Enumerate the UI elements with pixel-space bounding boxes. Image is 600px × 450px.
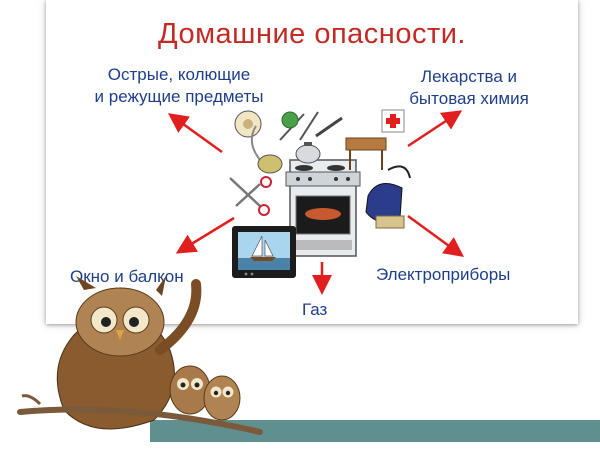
arrow-meds bbox=[407, 110, 463, 148]
slide-card: Домашние опасности. Острые, колющие и ре… bbox=[46, 0, 578, 324]
label-window-balcony: Окно и балкон bbox=[70, 267, 184, 286]
kettle-icon bbox=[295, 142, 321, 164]
arrow-sharp bbox=[167, 113, 223, 154]
scissors-icon bbox=[229, 176, 272, 216]
tv-icon bbox=[232, 226, 296, 278]
vacuum-cleaner-icon bbox=[365, 165, 411, 229]
label-medicines: Лекарства и бытовая химия bbox=[384, 66, 554, 110]
branch-icon bbox=[17, 394, 263, 435]
slide-title: Домашние опасности. bbox=[158, 18, 466, 50]
label-meds-line-1: Лекарства и bbox=[420, 67, 518, 86]
label-gas: Газ bbox=[302, 300, 328, 319]
arrow-window bbox=[175, 216, 235, 254]
arrow-electro bbox=[407, 214, 465, 257]
label-sharp-objects: Острые, колющие и режущие предметы bbox=[74, 64, 284, 108]
stove-icon bbox=[285, 159, 361, 257]
label-sharp-line-2: и режущие предметы bbox=[94, 87, 264, 106]
owl-large-icon bbox=[56, 276, 202, 430]
label-electrical-appliances: Электроприборы bbox=[376, 265, 511, 284]
teal-footer-strip bbox=[150, 420, 600, 442]
label-meds-line-2: бытовая химия bbox=[409, 89, 529, 108]
owl-small-icon bbox=[169, 365, 241, 421]
hazard-illustration bbox=[167, 109, 465, 295]
first-aid-cabinet-icon bbox=[345, 109, 405, 170]
sharp-tools-icon bbox=[234, 110, 343, 174]
label-sharp-line-1: Острые, колющие bbox=[107, 65, 251, 84]
